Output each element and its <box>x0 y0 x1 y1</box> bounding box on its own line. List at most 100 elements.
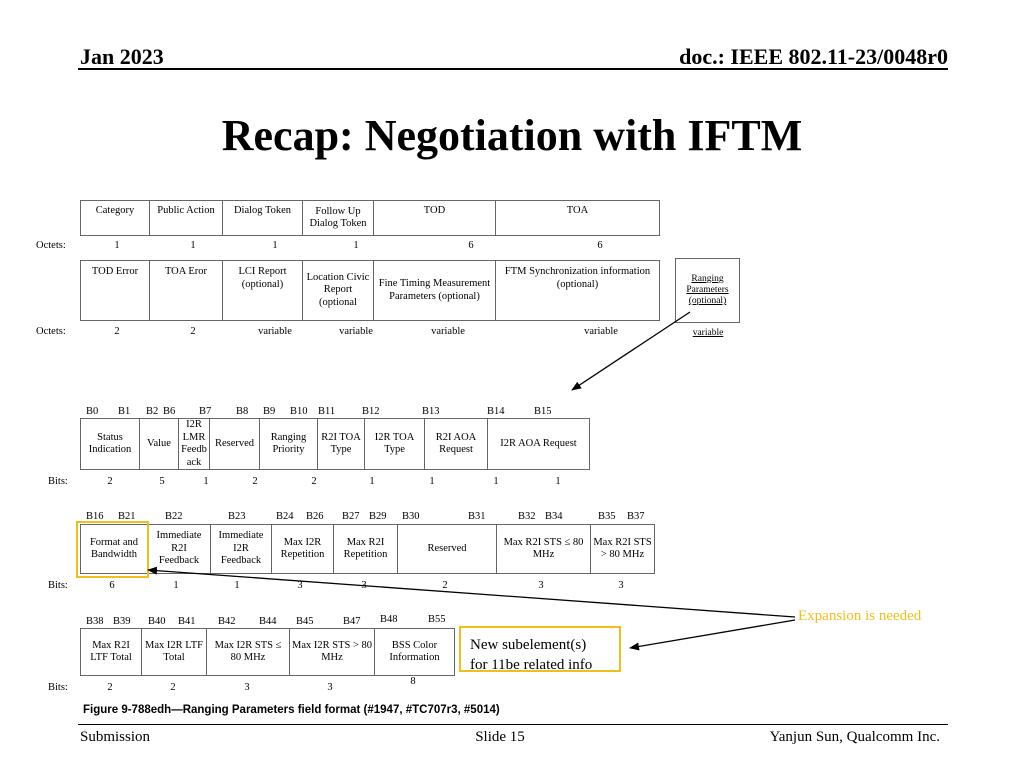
ranging-expansion-arrow <box>571 311 691 391</box>
ranging-octets: variable <box>692 328 724 338</box>
footer-divider <box>78 724 948 725</box>
octets-value: 6 <box>597 240 603 251</box>
bits-value: 2 <box>170 682 176 693</box>
field-r2i-aoa-request: R2I AOA Request <box>424 418 488 470</box>
bit-position: B41 <box>178 616 196 627</box>
bit-position: B10 <box>290 406 308 417</box>
field-lci-report: LCI Report (optional) <box>222 260 303 321</box>
field-format-and-bandwidth: Format and Bandwidth <box>80 524 148 574</box>
ranging-parameters-table: Ranging Parameters (optional) <box>675 258 740 323</box>
bits-value: 1 <box>555 476 561 487</box>
field-i2r-lmr-feedback: I2R LMR Feedb ack <box>178 418 210 470</box>
octets-label-1: Octets: <box>36 240 66 251</box>
bit-position: B2 <box>146 406 159 417</box>
footer-author: Yanjun Sun, Qualcomm Inc. <box>769 729 940 745</box>
bits-value: 2 <box>311 476 317 487</box>
field-toa-error: TOA Eror <box>149 260 223 321</box>
callout-line-1: New subelement(s) <box>470 637 587 653</box>
octets-value: variable <box>431 326 465 337</box>
octets-value: variable <box>339 326 373 337</box>
bits-label-2: Bits: <box>48 580 68 591</box>
field-reserved: Reserved <box>397 524 497 574</box>
bit-position: B48 <box>380 614 398 625</box>
bit-position: B26 <box>306 511 324 522</box>
header-date: Jan 2023 <box>80 44 164 69</box>
octets-label-2: Octets: <box>36 326 66 337</box>
bit-position: B23 <box>228 511 246 522</box>
bits-value: 2 <box>252 476 258 487</box>
field-max-r2i-sts-le-80: Max R2I STS ≤ 80 MHz <box>496 524 591 574</box>
field-dialog-token: Dialog Token <box>222 200 303 236</box>
bits-value: 1 <box>173 580 179 591</box>
footer-slide-number: Slide 15 <box>475 729 525 745</box>
bits-value: 3 <box>297 580 303 591</box>
field-category: Category <box>80 200 150 236</box>
bits-label-3: Bits: <box>48 682 68 693</box>
ranging-row2-table: Format and Bandwidth Immediate R2I Feedb… <box>80 524 655 574</box>
field-i2r-toa-type: I2R TOA Type <box>364 418 425 470</box>
header-divider <box>78 68 948 70</box>
bit-position: B42 <box>218 616 236 627</box>
bit-position: B13 <box>422 406 440 417</box>
bit-position: B6 <box>163 406 176 417</box>
bit-position: B44 <box>259 616 277 627</box>
bit-position: B1 <box>118 406 131 417</box>
field-r2i-toa-type: R2I TOA Type <box>317 418 365 470</box>
new-subelement-arrow <box>629 619 796 651</box>
bits-value: 1 <box>369 476 375 487</box>
field-status-indication: Status Indication <box>80 418 140 470</box>
octets-value: variable <box>258 326 292 337</box>
bit-position: B15 <box>534 406 552 417</box>
bit-position: B39 <box>113 616 131 627</box>
bits-value: 8 <box>410 676 416 687</box>
field-bss-color-information: BSS Color Information <box>374 628 455 676</box>
bit-position: B31 <box>468 511 486 522</box>
expansion-note: Expansion is needed <box>798 608 922 624</box>
bit-position: B11 <box>318 406 336 417</box>
field-tod-error: TOD Error <box>80 260 150 321</box>
bits-value: 5 <box>159 476 165 487</box>
format-bandwidth-highlight <box>76 521 149 578</box>
field-max-i2r-sts-gt-80: Max I2R STS > 80 MHz <box>289 628 375 676</box>
bit-position: B38 <box>86 616 104 627</box>
bit-position: B47 <box>343 616 361 627</box>
bits-value: 1 <box>203 476 209 487</box>
field-i2r-aoa-request: I2R AOA Request <box>487 418 590 470</box>
new-subelement-callout: New subelement(s) for 11be related info <box>459 626 621 673</box>
field-toa: TOA <box>495 200 660 236</box>
bit-position: B16 <box>86 511 104 522</box>
figure-caption: Figure 9-788edh—Ranging Parameters field… <box>83 704 500 716</box>
bit-position: B37 <box>627 511 645 522</box>
ranging-row3-table: Max R2I LTF Total Max I2R LTF Total Max … <box>80 628 455 676</box>
bit-position: B30 <box>402 511 420 522</box>
field-max-r2i-sts-gt-80: Max R2I STS > 80 MHz <box>590 524 655 574</box>
bit-position: B9 <box>263 406 276 417</box>
field-public-action: Public Action <box>149 200 223 236</box>
bit-position: B0 <box>86 406 99 417</box>
bit-position: B7 <box>199 406 212 417</box>
field-max-r2i-ltf-total: Max R2I LTF Total <box>80 628 142 676</box>
slide-title: Recap: Negotiation with IFTM <box>221 111 803 160</box>
bits-value: 1 <box>234 580 240 591</box>
field-max-i2r-repetition: Max I2R Repetition <box>271 524 334 574</box>
footer-submission: Submission <box>80 729 151 745</box>
bit-position: B45 <box>296 616 314 627</box>
field-follow-up-dialog-token: Follow Up Dialog Token <box>302 200 374 236</box>
octets-value: 1 <box>190 240 196 251</box>
field-location-civic-report: Location Civic Report (optional <box>302 260 374 321</box>
bit-position: B55 <box>428 614 446 625</box>
bit-position: B12 <box>362 406 380 417</box>
format-bandwidth-arrow <box>147 566 796 618</box>
bit-position: B29 <box>369 511 387 522</box>
bits-value: 2 <box>107 476 113 487</box>
bits-value: 1 <box>493 476 499 487</box>
bits-label-1: Bits: <box>48 476 68 487</box>
bit-position: B27 <box>342 511 360 522</box>
bits-value: 6 <box>109 580 115 591</box>
field-max-i2r-sts-le-80: Max I2R STS ≤ 80 MHz <box>206 628 290 676</box>
bits-value: 3 <box>618 580 624 591</box>
octets-value: variable <box>584 326 618 337</box>
bit-position: B24 <box>276 511 294 522</box>
field-immediate-i2r-feedback: Immediate I2R Feedback <box>210 524 272 574</box>
